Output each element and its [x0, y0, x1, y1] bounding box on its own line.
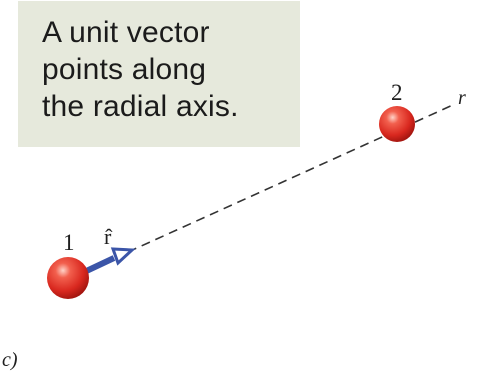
unit-vector-arrowhead [110, 247, 136, 266]
axis-label: r [458, 87, 466, 109]
caption-line-2: points along [42, 53, 207, 86]
particle-1 [47, 257, 89, 299]
caption-line-3: the radial axis. [42, 90, 239, 123]
panel-label: c) [2, 349, 18, 371]
particle-2-label: 2 [391, 80, 403, 105]
unit-vector-label: r̂ [104, 224, 113, 249]
particle-1-label: 1 [63, 230, 75, 255]
caption-line-1: A unit vector [42, 16, 210, 49]
particle-2 [379, 106, 415, 142]
caption-box: A unit vector points along the radial ax… [18, 1, 300, 147]
